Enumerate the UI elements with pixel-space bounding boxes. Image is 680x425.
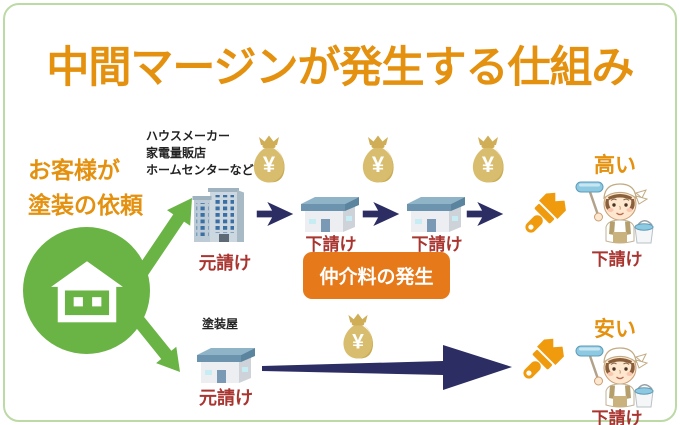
paint-roller-icon xyxy=(575,181,604,216)
painter-icon xyxy=(575,345,654,408)
paint-shop-label: 塗装屋 xyxy=(202,317,239,331)
paint-bucket-icon xyxy=(634,220,654,244)
company-type-line1: ハウスメーカー xyxy=(146,129,231,143)
subcontractor-building-icon xyxy=(407,197,465,232)
paint-roller-icon xyxy=(575,345,604,380)
paintbrush-icon xyxy=(525,192,566,233)
customer-request-line2: 塗装の依頼 xyxy=(28,192,143,218)
house-icon xyxy=(50,260,123,322)
paint-bucket-icon xyxy=(634,384,654,408)
page-title: 中間マージンが発生する仕組み xyxy=(46,44,634,92)
subcontractor-label-1: 下請け xyxy=(305,235,357,254)
customer-request-label: お客様が 塗装の依頼 xyxy=(28,153,143,223)
direct-flow-arrow-icon xyxy=(262,345,512,390)
office-building-icon xyxy=(192,188,244,242)
company-type-line2: 家電量販店 xyxy=(146,146,207,160)
fee-box: 仲介料の発生 xyxy=(303,252,450,299)
subcontractor-painter-label-top: 下請け xyxy=(591,250,643,269)
company-types-label: ハウスメーカー 家電量販店 ホームセンターなど xyxy=(146,128,254,179)
yen-symbol: ¥ xyxy=(352,330,364,353)
subcontractor-label-2: 下請け xyxy=(411,235,463,254)
money-bag-icon: ¥ xyxy=(472,135,504,183)
customer-house-circle xyxy=(23,227,150,354)
yen-symbol: ¥ xyxy=(482,152,495,177)
money-bag-icon: ¥ xyxy=(253,135,285,183)
subcontractor-painter-label-bottom: 下請け xyxy=(591,409,643,425)
money-bag-icon: ¥ xyxy=(362,135,394,183)
price-label-high: 高い xyxy=(594,154,636,177)
price-label-low: 安い xyxy=(594,318,636,341)
company-type-line3: ホームセンターなど xyxy=(146,163,254,177)
flow-arrow-icon xyxy=(362,202,400,226)
shop-building-icon xyxy=(197,348,255,383)
money-bag-icon: ¥ xyxy=(343,313,373,359)
yen-symbol: ¥ xyxy=(372,152,385,177)
prime-contractor-label-bottom: 元請け xyxy=(199,388,253,408)
prime-contractor-label-top: 元請け xyxy=(198,253,252,273)
yen-symbol: ¥ xyxy=(263,152,276,177)
fee-box-label: 仲介料の発生 xyxy=(319,267,434,288)
flow-arrow-icon xyxy=(256,202,294,226)
customer-request-line1: お客様が xyxy=(28,157,120,183)
flow-arrow-icon xyxy=(466,202,504,226)
painter-icon xyxy=(575,181,654,244)
subcontractor-building-icon xyxy=(301,197,359,232)
paintbrush-icon xyxy=(523,338,564,379)
